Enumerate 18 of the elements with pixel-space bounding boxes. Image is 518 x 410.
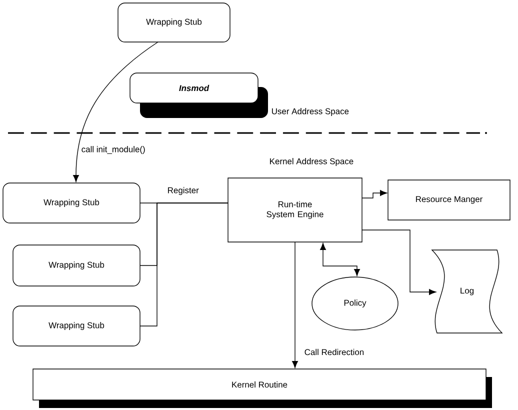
stub-box: Wrapping Stub	[12, 244, 140, 286]
insmod-box: Insmod	[130, 72, 268, 118]
arrow	[73, 42, 158, 182]
stub-box: Wrapping Stub	[118, 2, 230, 42]
manager-box: Resource Manger	[388, 180, 510, 220]
stub-box: Wrapping Stub	[12, 306, 140, 346]
arrow	[292, 242, 298, 368]
edge-label: call init_module()	[80, 145, 146, 155]
stub-box: Wrapping Stub	[2, 182, 140, 224]
edge-label: Register	[166, 186, 200, 196]
arrow	[320, 243, 360, 276]
log-document: Log	[432, 250, 502, 334]
arrow	[362, 230, 436, 295]
edge-label: Call Redirection	[303, 348, 366, 356]
region-label: Kernel Address Space	[270, 158, 354, 166]
arrow	[362, 190, 388, 198]
kernel-routine-box: Kernel Routine	[32, 368, 492, 408]
engine-box: Run-time System Engine	[228, 178, 362, 242]
